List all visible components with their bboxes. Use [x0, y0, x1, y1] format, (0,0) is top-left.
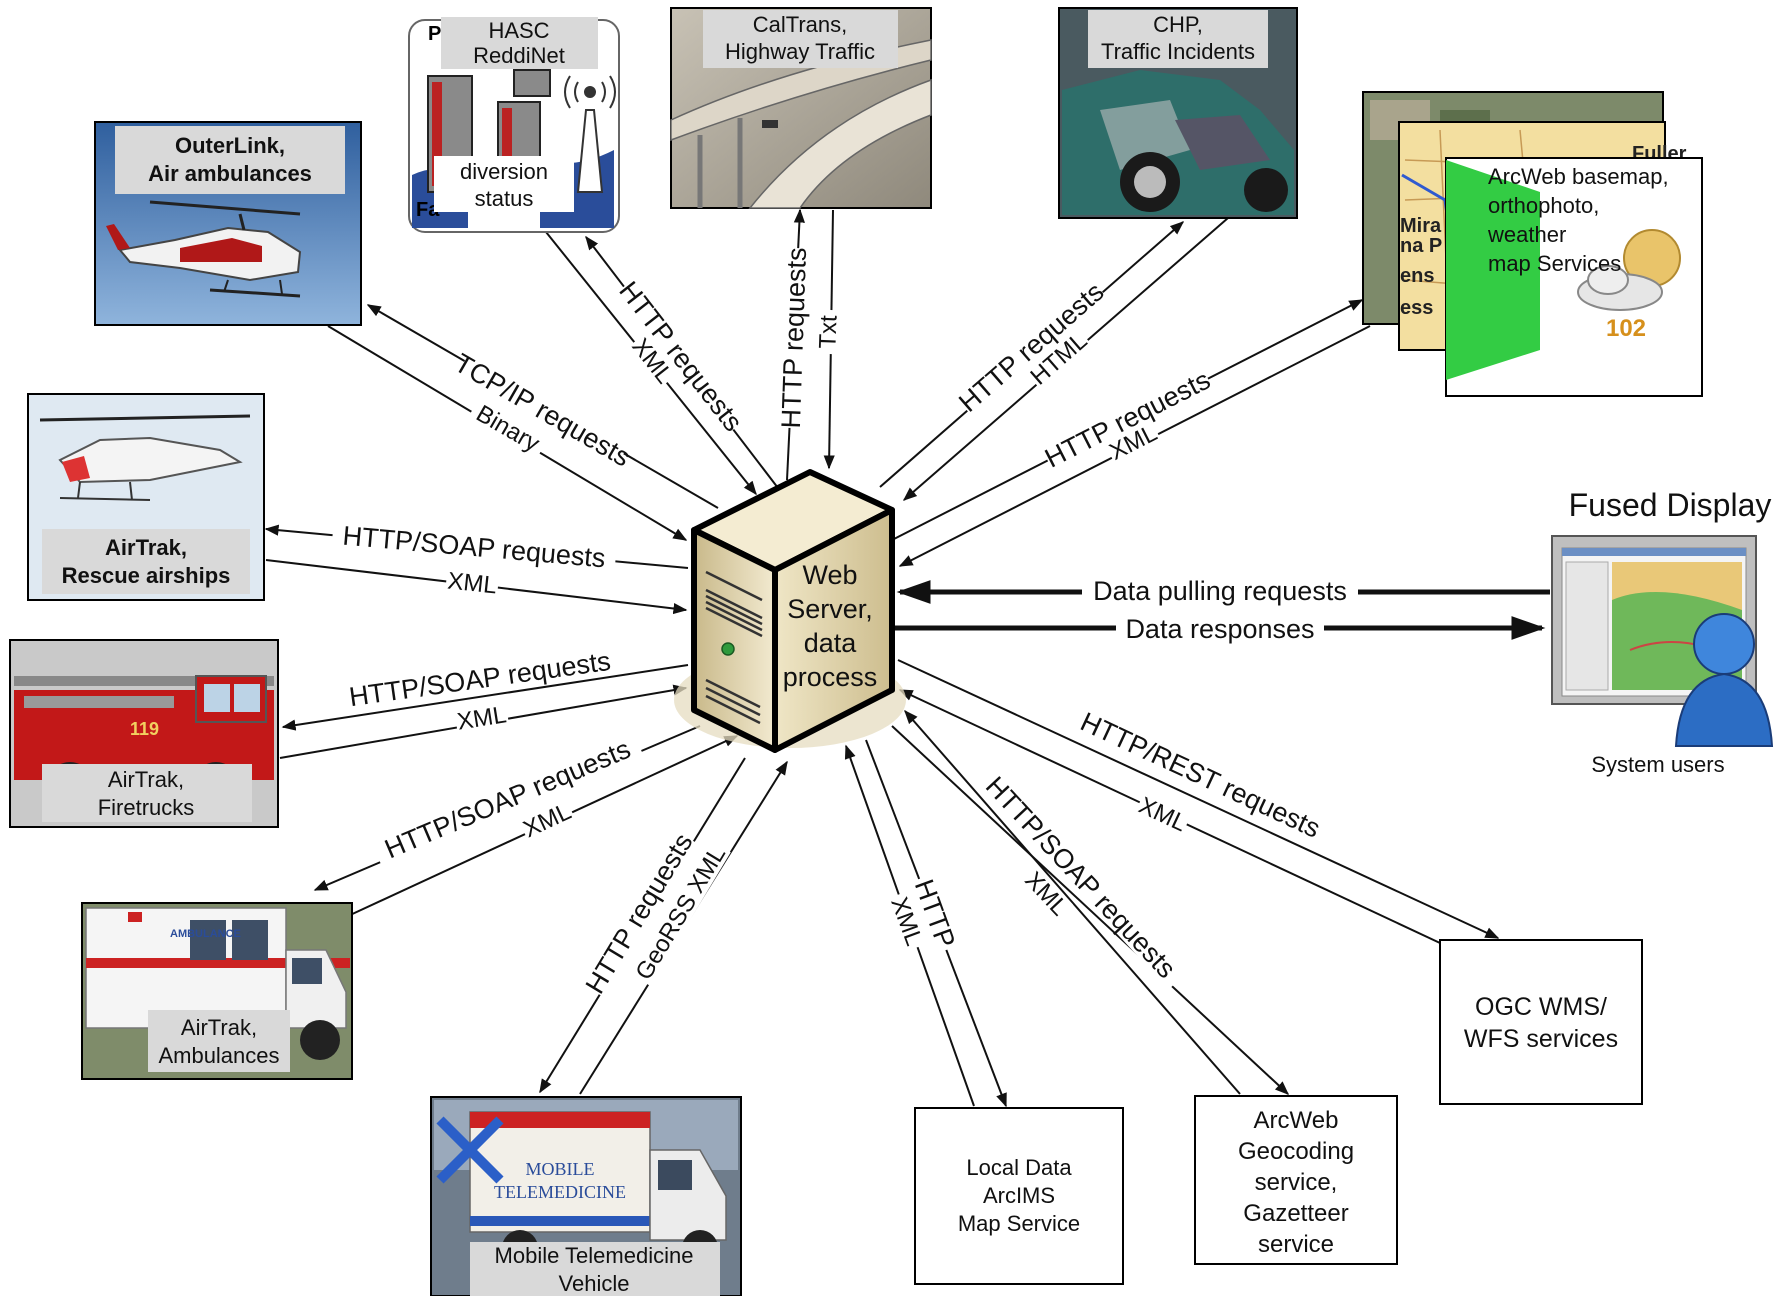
weather-temp: 102 — [1606, 315, 1646, 342]
telemedicine-label-bg — [470, 1242, 720, 1296]
map-green-band — [1446, 160, 1540, 380]
outerlink-label-line1: OuterLink, — [175, 133, 285, 158]
svg-text:Mira: Mira — [1400, 215, 1442, 237]
local-label-line3: Map Service — [958, 1211, 1080, 1236]
local-data-node: Local Data ArcIMS Map Service — [914, 1107, 1124, 1285]
hasc-node: P Fa HASC ReddiNet diversion status — [408, 17, 620, 233]
geo-label-line2: Geocoding — [1238, 1138, 1354, 1165]
geo-request-arrow — [891, 725, 1290, 1095]
chp-label-bg — [1088, 10, 1268, 68]
rescue-label-line1: AirTrak, — [105, 535, 187, 560]
connections — [264, 208, 1550, 1108]
server-label-line4: process — [783, 662, 878, 692]
amb-label-bg — [148, 1010, 290, 1072]
fire-request-label: HTTP/SOAP requests — [347, 646, 612, 712]
svg-text:ens: ens — [1400, 265, 1434, 287]
caltrans-label-line1: CalTrans, — [753, 12, 848, 37]
fused-display-title: Fused Display — [1569, 487, 1772, 523]
ogc-label-line2: WFS services — [1464, 1025, 1618, 1053]
rescue-label-bg — [42, 529, 250, 594]
svg-text:119: 119 — [130, 719, 159, 739]
arcweb-map-label-line3: weather — [1487, 222, 1566, 247]
fire-label-line2: Firetrucks — [98, 795, 195, 820]
svg-text:P: P — [428, 23, 441, 45]
crashed-car-icon — [1062, 70, 1294, 215]
caltrans-label-line2: Highway Traffic — [725, 39, 875, 64]
rescue-response-label: XML — [446, 568, 498, 600]
svg-text:AMBULANCE: AMBULANCE — [170, 928, 241, 940]
svg-text:MOBILE: MOBILE — [526, 1159, 595, 1179]
airtrak-fire-node: 119 AirTrak, Firetrucks — [9, 639, 279, 828]
fire-response-label: XML — [455, 701, 508, 735]
ambulance-icon: AMBULANCE — [85, 907, 350, 1060]
svg-text:na P: na P — [1400, 235, 1442, 257]
outerlink-label-bg — [115, 126, 345, 194]
geo-label-line3: service, — [1255, 1169, 1338, 1196]
rescue-helicopter-icon — [39, 414, 251, 501]
svg-text:TELEMEDICINE: TELEMEDICINE — [494, 1182, 626, 1202]
hasc-label-line2: ReddiNet — [473, 43, 565, 68]
server-label-line1: Web — [802, 560, 857, 590]
arcweb-map-node: Fuller Mira na P ens ess 102 ArcWeb base… — [1362, 91, 1703, 397]
geo-label-line1: ArcWeb — [1254, 1107, 1339, 1134]
server-rack-icon — [427, 69, 551, 193]
caltrans-node: CalTrans, Highway Traffic — [670, 7, 932, 209]
chp-label-line2: Traffic Incidents — [1101, 39, 1255, 64]
fire-label-bg — [42, 764, 252, 822]
rescue-label-line2: Rescue airships — [62, 563, 231, 588]
hasc-label-line3: diversion — [460, 159, 548, 184]
telemedicine-label-line2: Vehicle — [559, 1271, 630, 1296]
airtrak-ambulance-node: AMBULANCE AirTrak, Ambulances — [81, 902, 353, 1080]
geo-label-line5: service — [1258, 1231, 1334, 1258]
arcweb-map-label-line4: map Services — [1488, 251, 1621, 276]
amb-request-label: HTTP/SOAP requests — [380, 734, 634, 865]
amb-label-line2: Ambulances — [158, 1043, 279, 1068]
caltrans-label-bg — [703, 10, 898, 68]
local-label-line1: Local Data — [966, 1155, 1072, 1180]
arcweb-map-label-line2: orthophoto, — [1488, 193, 1599, 218]
telemedicine-truck-icon: MOBILE TELEMEDICINE — [434, 1100, 738, 1266]
hasc-label-bg — [441, 17, 598, 69]
web-server-node: Web Server, data process — [674, 469, 906, 753]
arcweb-map-label-line1: ArcWeb basemap, — [1488, 164, 1669, 189]
local-label-line2: ArcIMS — [983, 1183, 1055, 1208]
ogc-node: OGC WMS/ WFS services — [1439, 939, 1643, 1105]
system-users-label: System users — [1591, 752, 1724, 777]
telemedicine-node: MOBILE TELEMEDICINE Mobile Telemedicine … — [430, 1096, 742, 1296]
ogc-request-label: HTTP/REST requests — [1076, 706, 1325, 843]
chp-label-line1: CHP, — [1153, 12, 1203, 37]
server-power-light — [721, 642, 735, 656]
fire-label-line1: AirTrak, — [108, 767, 184, 792]
fused-display-node: Fused Display System users — [1551, 487, 1774, 777]
server-front-panel — [705, 570, 763, 725]
fused-request-label: Data pulling requests — [1093, 576, 1347, 606]
user-icon — [1674, 613, 1774, 747]
server-label-line3: data — [804, 628, 858, 658]
geo-response-arrow — [904, 709, 1241, 1095]
telemedicine-label-line1: Mobile Telemedicine — [495, 1243, 694, 1268]
amb-label-line1: AirTrak, — [181, 1015, 257, 1040]
chp-node: CHP, Traffic Incidents — [1058, 7, 1298, 219]
geocoding-node: ArcWeb Geocoding service, Gazetteer serv… — [1194, 1095, 1398, 1265]
caltrans-request-label: HTTP requests — [776, 247, 812, 429]
geo-label-line4: Gazetteer — [1243, 1200, 1348, 1227]
svg-text:ess: ess — [1400, 297, 1433, 319]
weather-cloud-icon — [1577, 229, 1681, 311]
airtrak-rescue-node: AirTrak, Rescue airships — [27, 393, 265, 601]
outerlink-label-line2: Air ambulances — [148, 161, 312, 186]
ogc-request-arrow — [897, 659, 1500, 939]
server-label-line2: Server, — [787, 594, 873, 624]
antenna-icon — [564, 75, 616, 193]
fused-response-label: Data responses — [1125, 614, 1314, 644]
ogc-label-line1: OGC WMS/ — [1475, 993, 1607, 1021]
fire-request-arrow — [281, 664, 689, 731]
hasc-label-line1: HASC — [488, 18, 549, 43]
hasc-label-line4: status — [475, 186, 534, 211]
rescue-request-label: HTTP/SOAP requests — [341, 521, 606, 574]
caltrans-response-label: Txt — [814, 314, 842, 349]
helicopter-icon — [106, 200, 302, 298]
ogc-response-label: XML — [1135, 792, 1191, 837]
outerlink-node: OuterLink, Air ambulances — [94, 121, 362, 326]
